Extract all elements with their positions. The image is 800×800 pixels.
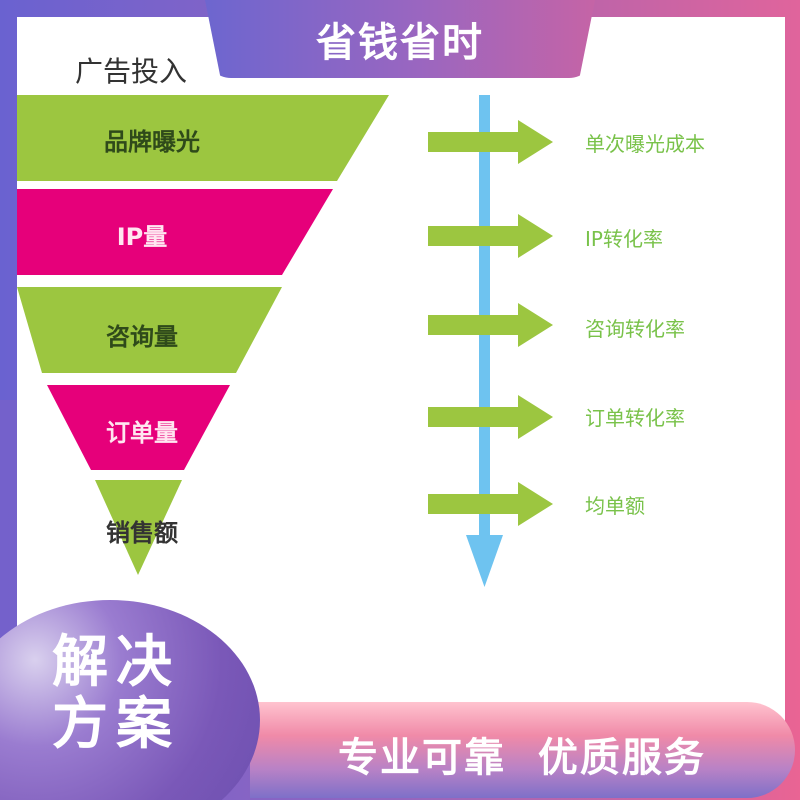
right-arrow-icon (428, 120, 553, 164)
solution-line-1: 解决 (52, 630, 180, 695)
solution-text: 解决 方案 (52, 632, 202, 756)
metric-label: 均单额 (585, 494, 645, 518)
funnel-stage-label: IP量 (116, 223, 168, 251)
title-tab (205, 0, 595, 78)
funnel-stage-label: 订单量 (106, 419, 178, 447)
funnel-diagram: 品牌曝光 IP量 咨询量 订单量 销售额 (17, 95, 397, 585)
solution-line-2: 方案 (52, 692, 180, 757)
right-arrow-icon (428, 214, 553, 258)
funnel-stage-1-shape (17, 95, 389, 181)
slogan-banner (250, 702, 795, 798)
metric-label: 咨询转化率 (585, 317, 685, 341)
right-arrow-icon (428, 482, 553, 526)
funnel-stage-3-shape (17, 287, 282, 373)
funnel-stage-label: 品牌曝光 (104, 128, 200, 156)
slogan-text: 专业可靠 优质服务 (338, 735, 706, 781)
funnel-stage-2-shape (17, 189, 333, 275)
ad-investment-heading: 广告投入 (75, 55, 188, 88)
funnel-stage-label: 销售额 (106, 519, 178, 547)
right-arrow-icon (428, 303, 553, 347)
funnel-stage-5-shape (95, 480, 182, 575)
funnel-stage-4-shape (47, 385, 230, 470)
funnel-stage-label: 咨询量 (106, 323, 178, 351)
metric-arrows (428, 120, 553, 526)
metric-label: 订单转化率 (585, 406, 685, 430)
right-arrow-icon (428, 395, 553, 439)
metric-label: IP转化率 (585, 227, 663, 251)
page-title: 省钱省时 (316, 20, 484, 66)
funnel-shapes (17, 95, 389, 575)
metric-label: 单次曝光成本 (585, 132, 705, 156)
